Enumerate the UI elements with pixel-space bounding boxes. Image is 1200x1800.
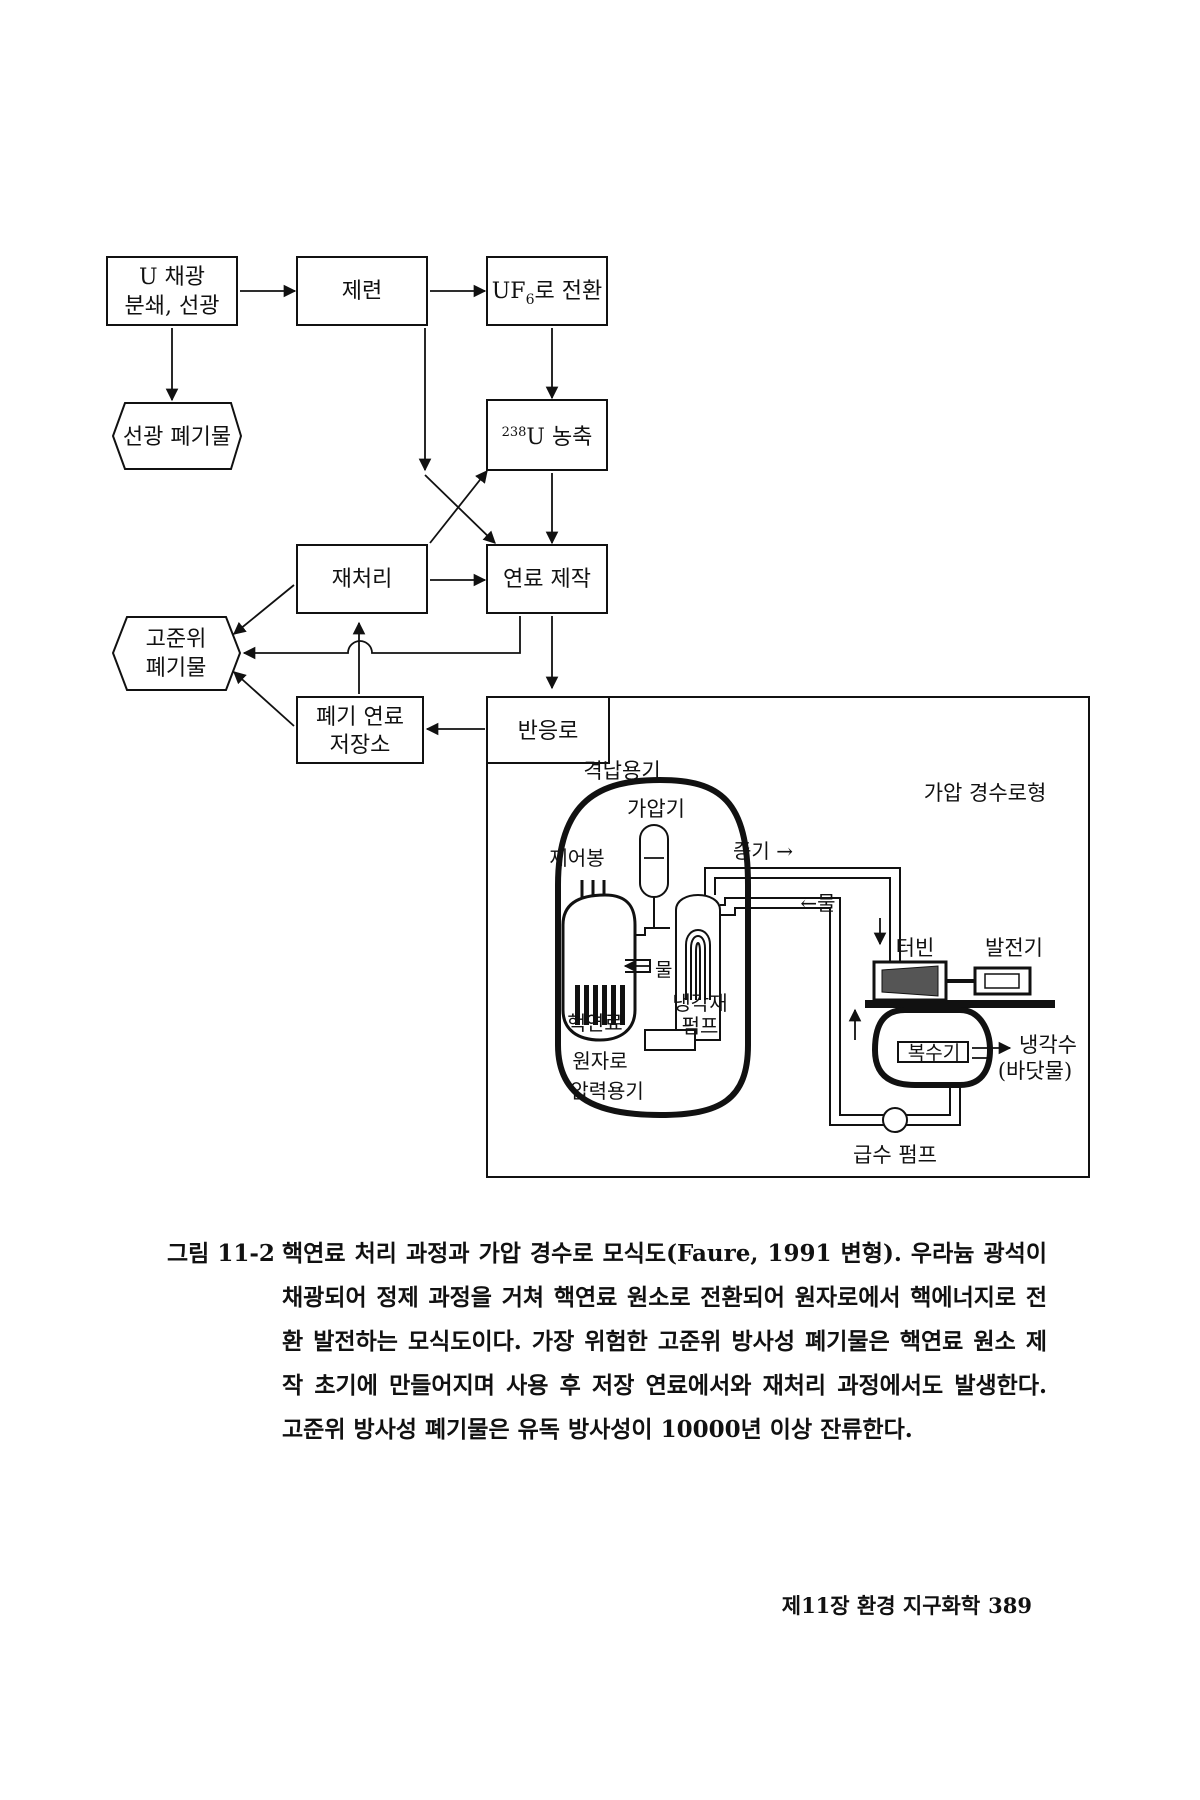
hlw-hexagon: 고준위 폐기물	[111, 616, 242, 691]
reactor-pressure-vessel	[561, 893, 637, 1042]
steam-label: 증기 →	[733, 839, 793, 863]
page-number: 389	[988, 1593, 1032, 1618]
flow-arrows	[165, 284, 559, 736]
page-footer: 제11장 환경 지구화학 389	[774, 1590, 1032, 1620]
condenser	[871, 1007, 994, 1088]
conversion-box: UF6로 전환	[486, 256, 608, 326]
mining-box: U 채광 분쇄, 선광	[106, 256, 238, 326]
fuel-label: 핵연료	[567, 1011, 622, 1035]
containment-vessel	[555, 776, 751, 1119]
pressurizer	[639, 824, 669, 898]
tailings-hexagon: 선광 폐기물	[111, 402, 243, 470]
hlw-label-line2: 폐기물	[146, 656, 207, 681]
feed-pump-label: 급수 펌프	[853, 1143, 937, 1167]
steam-generator	[675, 894, 721, 1041]
water-inner-label: 물	[655, 959, 672, 981]
steam-pipe	[704, 867, 901, 980]
refining-box: 제련	[296, 256, 428, 326]
fuel-fabrication-box: 연료 제작	[486, 544, 608, 614]
water-return-label: ←물	[800, 891, 835, 915]
control-rods-label: 제어봉	[549, 846, 604, 870]
fuel-rods	[575, 985, 625, 1025]
pressurizer-label: 가압기	[627, 797, 685, 821]
spent-fuel-label-line2: 저장소	[330, 733, 391, 758]
reprocessing-box: 재처리	[296, 544, 428, 614]
reactor-label: 반응로	[518, 719, 579, 744]
fuel-fabrication-label: 연료 제작	[503, 567, 591, 592]
cooling-water-label-line2: (바닷물)	[998, 1059, 1072, 1083]
reprocessing-label: 재처리	[332, 567, 393, 592]
flowchart: U 채광 분쇄, 선광 제련 UF6로 전환 선광 폐기물 238U 농축 재처…	[106, 256, 608, 764]
figure-caption: 그림 11-2 핵연료 처리 과정과 가압 경수로 모식도(Faure, 199…	[167, 1232, 1047, 1452]
vessel-label-line1: 원자로	[572, 1049, 627, 1073]
coolant-pump	[644, 1029, 696, 1051]
reactor-diagram: 반응로 격납용기 가압 경수로형 가압기 제어봉	[486, 696, 1090, 1178]
condenser-label: 복수기	[908, 1042, 960, 1064]
enrichment-box: 238U 농축	[486, 399, 608, 471]
conversion-label: UF6로 전환	[492, 279, 602, 308]
reactor-box: 반응로	[486, 696, 610, 764]
coolant-pump-label-line1: 냉각재	[672, 991, 727, 1015]
generator-label: 발전기	[985, 936, 1043, 960]
coolant-pump-label-line2: 펌프	[682, 1014, 719, 1038]
mining-label-line1: U 채광	[139, 265, 205, 290]
feedwater-pipe	[720, 897, 961, 1126]
hlw-label-line1: 고준위	[146, 627, 207, 652]
turbine-label: 터빈	[896, 936, 935, 960]
enrichment-label: 238U 농축	[502, 425, 593, 450]
vessel-label-line2: 압력용기	[570, 1079, 644, 1103]
turbine	[865, 960, 1055, 1008]
tailings-label: 선광 폐기물	[123, 425, 231, 450]
spent-fuel-label-line1: 폐기 연료	[316, 705, 404, 730]
generator	[946, 966, 1032, 996]
feed-pump-icon	[882, 1107, 908, 1133]
chapter-title: 제11장 환경 지구화학	[781, 1593, 981, 1618]
cooling-water-label-line1: 냉각수	[1019, 1033, 1077, 1057]
mining-label-line2: 분쇄, 선광	[125, 294, 220, 319]
refining-label: 제련	[342, 279, 382, 304]
reactor-frame	[486, 696, 1090, 1178]
caption-text: 핵연료 처리 과정과 가압 경수로 모식도(Faure, 1991 변형). 우…	[282, 1240, 1047, 1443]
spent-fuel-storage-box: 폐기 연료 저장소	[296, 696, 424, 764]
reactor-type-label: 가압 경수로형	[924, 781, 1047, 805]
caption-label: 그림 11-2	[167, 1240, 275, 1267]
